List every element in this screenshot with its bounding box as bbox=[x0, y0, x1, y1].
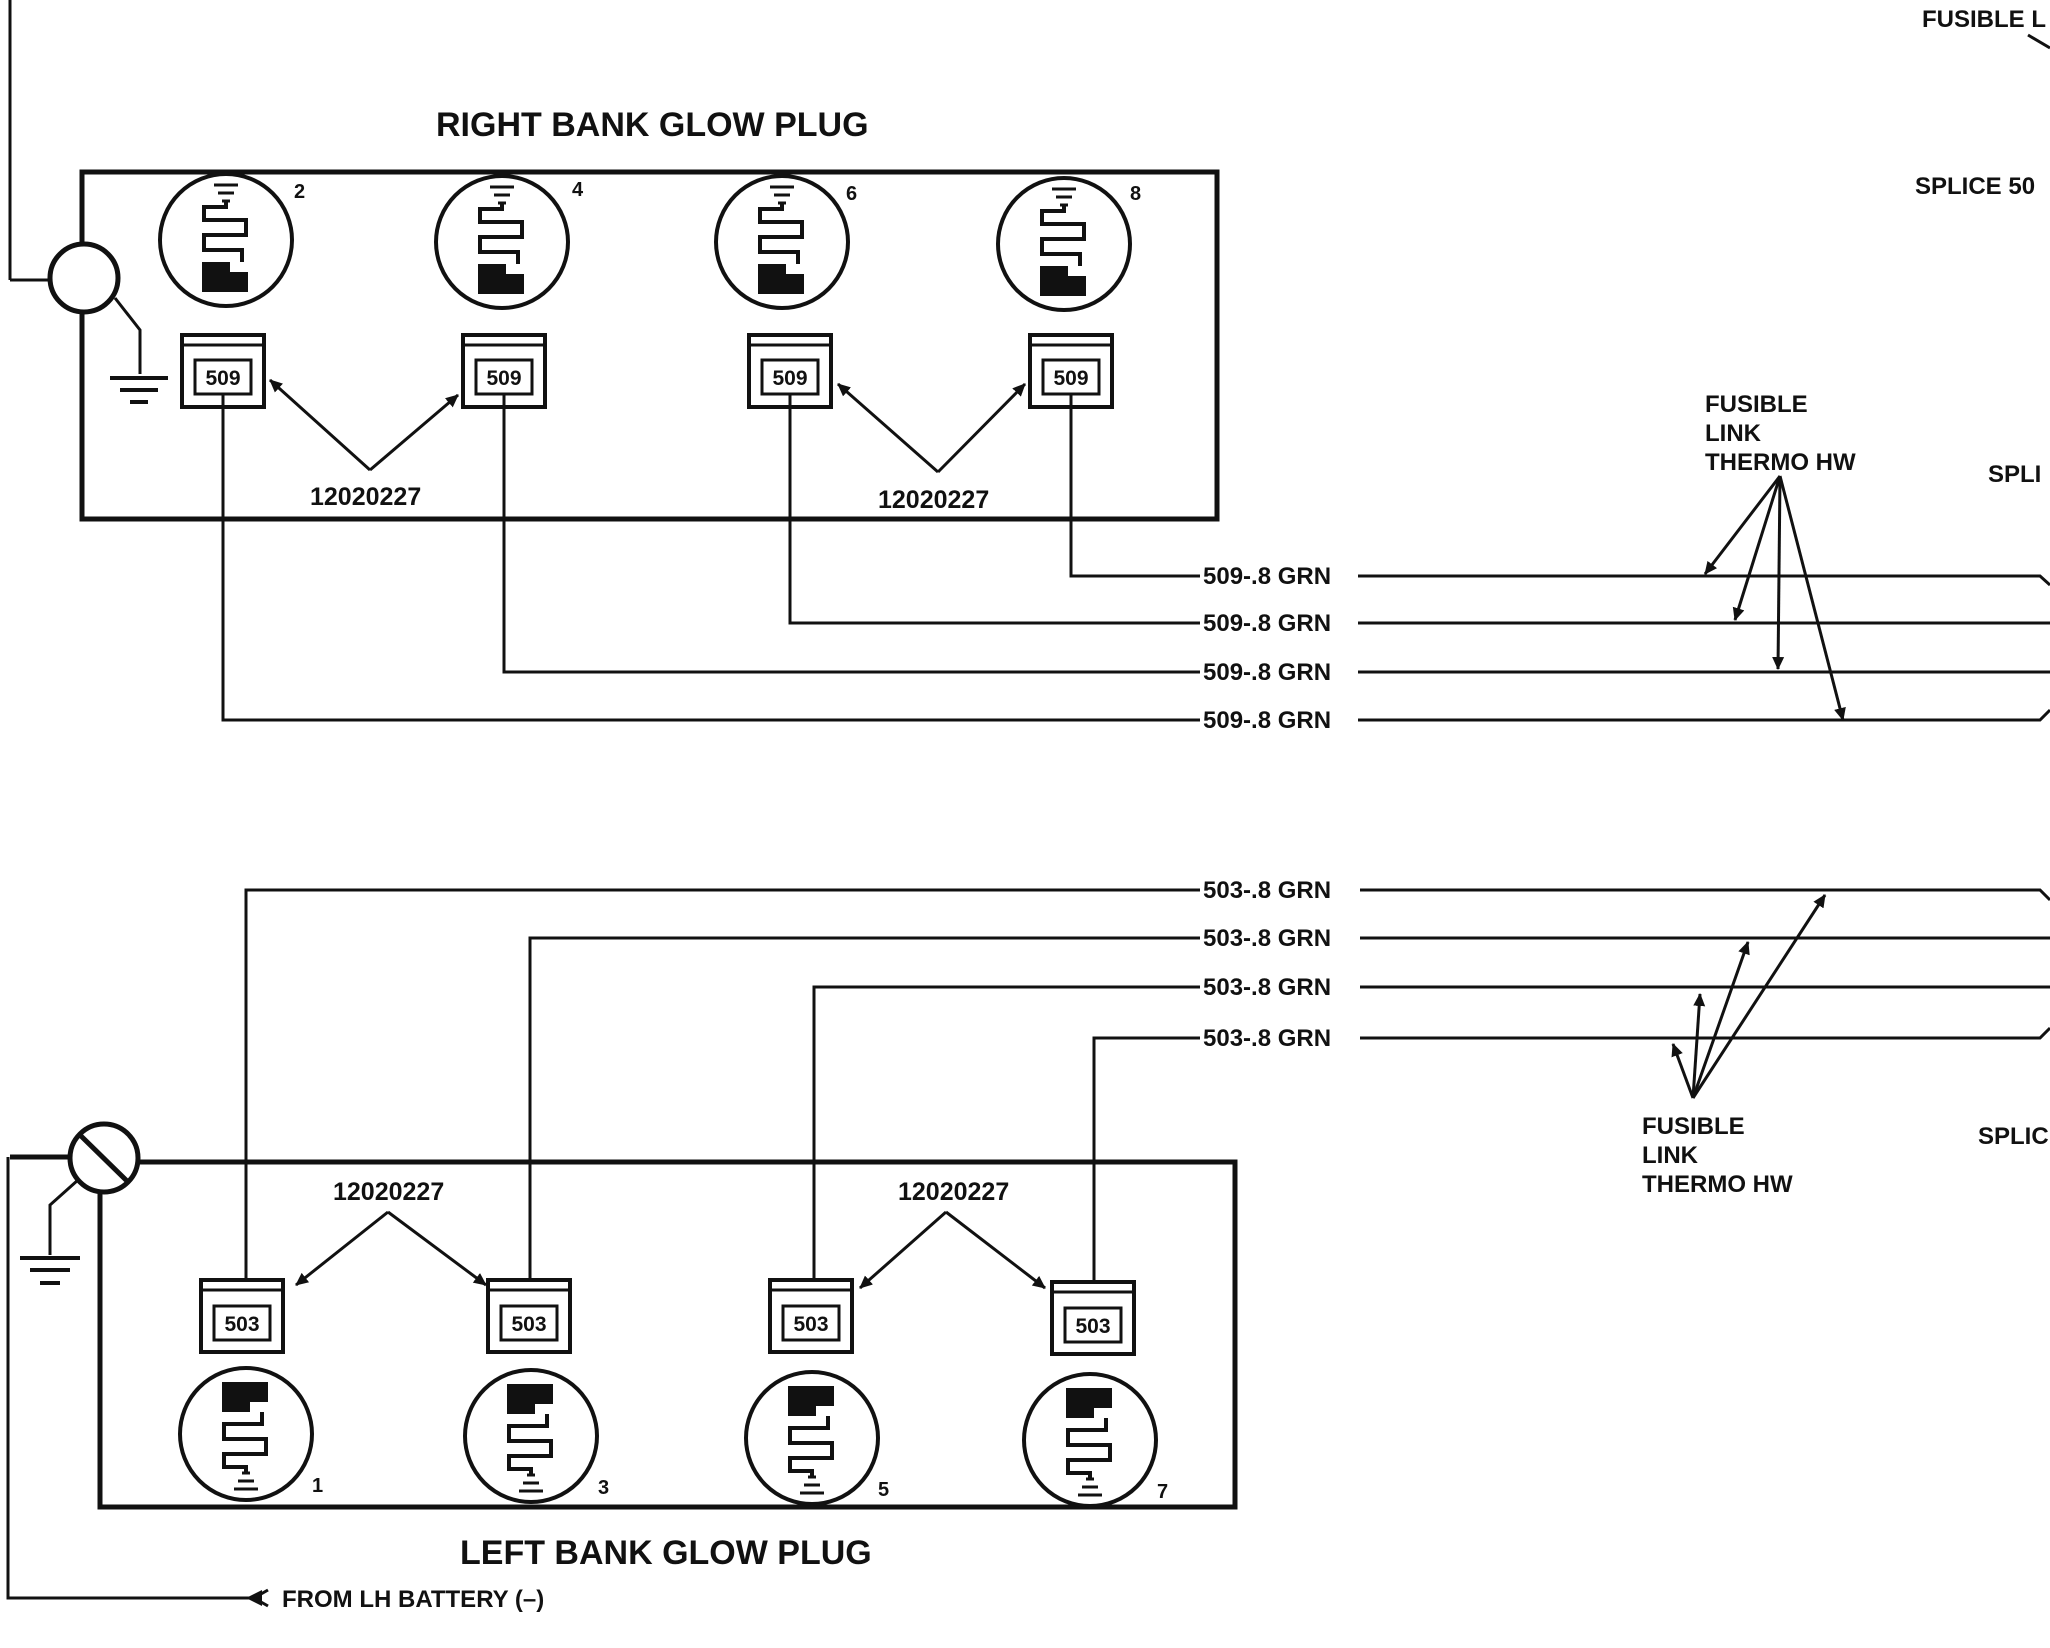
left-bank-connector-callout-right: 12020227 bbox=[859, 1178, 1046, 1290]
wire-label: 503-.8 GRN bbox=[1203, 925, 1331, 952]
wire-label: 503-.8 GRN bbox=[1203, 974, 1331, 1001]
left-bank-title: LEFT BANK GLOW PLUG bbox=[460, 1534, 872, 1572]
svg-text:503: 503 bbox=[793, 1313, 828, 1336]
glow-plug-7: 7 bbox=[1022, 1372, 1168, 1508]
wire-503-plug-1 bbox=[244, 888, 1200, 1318]
terminal-509-plug-4: 509 bbox=[461, 333, 547, 409]
battery-return-wire bbox=[6, 1157, 250, 1600]
plug-number: 5 bbox=[878, 1479, 889, 1501]
glow-plug-4: 4 bbox=[434, 174, 584, 310]
svg-text:509: 509 bbox=[1053, 367, 1088, 390]
left-bank-splice: SPLIC bbox=[1978, 1123, 2049, 1150]
right-bank-ground-icon bbox=[110, 376, 168, 404]
plug-number: 3 bbox=[598, 1477, 609, 1499]
svg-text:503: 503 bbox=[224, 1313, 259, 1336]
wire-label: 503-.8 GRN bbox=[1203, 877, 1331, 904]
terminal-503-plug-5: 503 bbox=[768, 1278, 854, 1354]
svg-text:THERMO HW: THERMO HW bbox=[1705, 449, 1856, 476]
svg-text:THERMO HW: THERMO HW bbox=[1642, 1171, 1793, 1198]
right-bank-enclosure bbox=[79, 169, 1220, 522]
glow-plug-6: 6 bbox=[714, 174, 857, 310]
svg-text:LINK: LINK bbox=[1642, 1142, 1699, 1169]
wire-label: 509-.8 GRN bbox=[1203, 659, 1331, 686]
battery-label: FROM LH BATTERY (–) bbox=[282, 1586, 544, 1613]
glow-plug-1: 1 bbox=[178, 1366, 323, 1502]
top-fusible-label: FUSIBLE L bbox=[1922, 6, 2046, 33]
right-bank-title: RIGHT BANK GLOW PLUG bbox=[436, 106, 869, 144]
svg-text:509: 509 bbox=[205, 367, 240, 390]
terminal-503-plug-1: 503 bbox=[199, 1278, 285, 1354]
right-bank: RIGHT BANK GLOW PLUG 2 4 6 bbox=[47, 106, 2050, 734]
svg-text:503: 503 bbox=[1075, 1315, 1110, 1338]
wire-503-plug-7 bbox=[1092, 1036, 1200, 1318]
left-bank: 503-.8 GRN 503-.8 GRN 503-.8 GRN 503-.8 … bbox=[6, 877, 2050, 1613]
wire-509-plug-2 bbox=[221, 394, 1200, 722]
plug-number: 1 bbox=[312, 1475, 323, 1497]
left-bank-fusible-link-label: FUSIBLE LINK THERMO HW bbox=[1642, 1113, 1793, 1198]
left-bank-ground-icon bbox=[20, 1256, 80, 1285]
glow-plug-5: 5 bbox=[744, 1370, 889, 1506]
right-bank-splice-top: SPLICE 50 bbox=[1915, 173, 2035, 200]
terminal-503-plug-7: 503 bbox=[1050, 1280, 1136, 1356]
wire-label: 509-.8 GRN bbox=[1203, 707, 1331, 734]
plug-number: 4 bbox=[572, 179, 584, 201]
glow-plug-8: 8 bbox=[996, 176, 1141, 312]
glow-plug-3: 3 bbox=[463, 1368, 609, 1504]
plug-number: 7 bbox=[1157, 1481, 1168, 1503]
svg-text:509: 509 bbox=[772, 367, 807, 390]
right-bank-fusible-link-label: FUSIBLE LINK THERMO HW bbox=[1705, 391, 1856, 476]
plug-number: 2 bbox=[294, 181, 305, 203]
svg-text:FUSIBLE: FUSIBLE bbox=[1705, 391, 1808, 418]
svg-text:FUSIBLE: FUSIBLE bbox=[1642, 1113, 1745, 1140]
svg-text:12020227: 12020227 bbox=[898, 1178, 1009, 1206]
svg-text:12020227: 12020227 bbox=[310, 483, 421, 511]
right-bank-connector-callout-left: 12020227 bbox=[268, 378, 459, 511]
glow-plug-2: 2 bbox=[158, 172, 305, 308]
svg-text:LINK: LINK bbox=[1705, 420, 1762, 447]
plug-number: 6 bbox=[846, 183, 857, 205]
plug-number: 8 bbox=[1130, 183, 1141, 205]
terminal-503-plug-3: 503 bbox=[486, 1278, 572, 1354]
svg-text:503: 503 bbox=[511, 1313, 546, 1336]
wire-label: 509-.8 GRN bbox=[1203, 610, 1331, 637]
right-bank-ground-connector bbox=[47, 241, 121, 315]
wire-509-plug-4 bbox=[502, 394, 1200, 674]
svg-text:509: 509 bbox=[486, 367, 521, 390]
wire-503-plug-5 bbox=[812, 985, 1200, 1318]
right-bank-splice-mid: SPLI bbox=[1988, 461, 2041, 488]
wire-509-plug-8 bbox=[1069, 394, 1200, 578]
wire-label: 503-.8 GRN bbox=[1203, 1025, 1331, 1052]
wire-label: 509-.8 GRN bbox=[1203, 563, 1331, 590]
left-bank-enclosure bbox=[97, 1159, 1238, 1510]
svg-text:12020227: 12020227 bbox=[333, 1178, 444, 1206]
left-bank-connector-callout-left: 12020227 bbox=[295, 1178, 487, 1287]
svg-text:12020227: 12020227 bbox=[878, 486, 989, 514]
right-bank-connector-callout-right: 12020227 bbox=[837, 382, 1027, 514]
wire-509-plug-6 bbox=[788, 394, 1200, 625]
wire-503-plug-3 bbox=[528, 936, 1200, 1318]
